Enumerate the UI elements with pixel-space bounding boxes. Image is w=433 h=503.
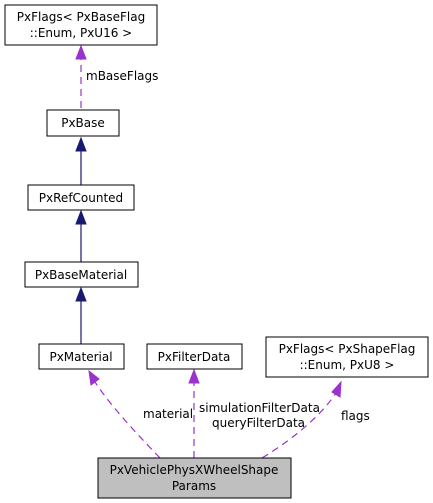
edge-label-simulation-filter-data: simulationFilterData	[199, 401, 320, 415]
edge-label-mbaseflags: mBaseFlags	[86, 69, 158, 83]
node-pxflags-pxbaseflag-line2: ::Enum, PxU16 >	[30, 26, 132, 40]
node-pxbase-label: PxBase	[61, 116, 105, 130]
edge-flags: flags	[261, 380, 370, 459]
node-pxfilterdata-label: PxFilterData	[158, 350, 231, 364]
node-pxbasematerial-label: PxBaseMaterial	[35, 268, 127, 282]
node-wheelshapeparams: PxVehiclePhysXWheelShape Params	[97, 457, 292, 499]
node-pxflags-pxshapeflag[interactable]: PxFlags< PxShapeFlag ::Enum, PxU8 >	[265, 336, 429, 378]
edge-label-flags: flags	[341, 409, 370, 423]
node-pxrefcounted[interactable]: PxRefCounted	[27, 184, 135, 211]
node-pxfilterdata[interactable]: PxFilterData	[146, 343, 243, 370]
edge-mbaseflags: mBaseFlags	[75, 44, 158, 108]
node-pxbasematerial[interactable]: PxBaseMaterial	[24, 261, 139, 288]
node-pxflags-pxbaseflag[interactable]: PxFlags< PxBaseFlag ::Enum, PxU16 >	[4, 4, 158, 46]
node-pxflags-pxbaseflag-line1: PxFlags< PxBaseFlag	[17, 10, 145, 24]
edge-label-material: material	[143, 407, 193, 421]
node-pxflags-pxshapeflag-line2: ::Enum, PxU8 >	[300, 358, 395, 372]
node-pxmaterial-label: PxMaterial	[49, 350, 112, 364]
edge-label-query-filter-data: queryFilterData	[212, 416, 305, 430]
edge-material: material	[88, 369, 193, 459]
node-pxbase[interactable]: PxBase	[46, 109, 120, 137]
node-pxmaterial[interactable]: PxMaterial	[38, 343, 125, 370]
node-pxrefcounted-label: PxRefCounted	[39, 191, 123, 205]
edge-inherit-basematerial-refcounted	[75, 209, 87, 262]
node-pxflags-pxshapeflag-line1: PxFlags< PxShapeFlag	[279, 342, 416, 356]
node-wheelshapeparams-line1: PxVehiclePhysXWheelShape	[110, 463, 279, 477]
edge-inherit-material-basematerial	[75, 286, 87, 344]
edge-filterdata: simulationFilterData queryFilterData	[188, 368, 320, 458]
node-wheelshapeparams-line2: Params	[172, 479, 216, 493]
edge-inherit-refcounted-base	[75, 136, 87, 185]
